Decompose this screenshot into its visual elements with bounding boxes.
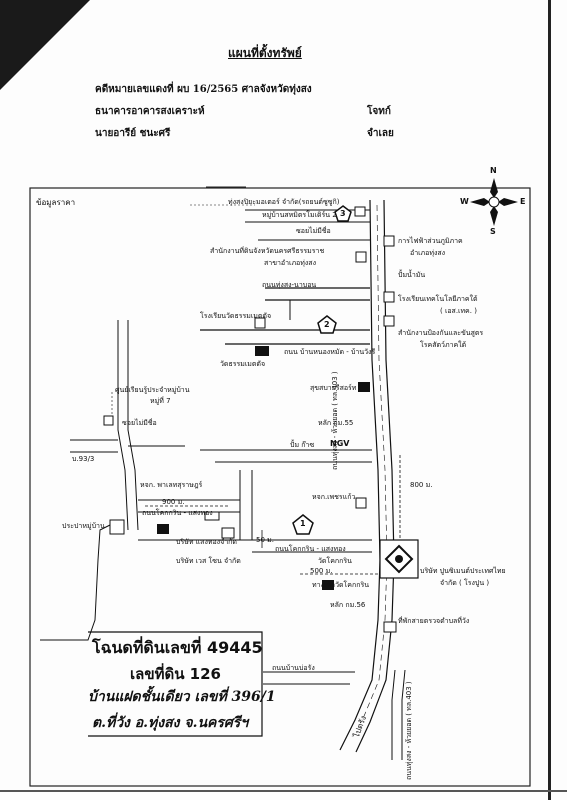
label-police-box: ที่พักสายตรวจตำบลที่วัง [398,617,470,625]
label-pea-district: อำเภอทุ่งสง [410,249,446,257]
label-animal-office: สำนักงานป้องกันและขันสูตร [398,329,484,337]
cement-logo-dot [395,555,403,563]
temple-school-icon [254,317,266,329]
map-frame [29,187,531,787]
land-number: เลขที่ดิน 126 [130,665,221,683]
marker-1: 1 [300,519,306,528]
label-resort: สุขสบายรีสอร์ท [310,384,357,392]
marker-3-shape [334,205,352,222]
label-land-office-branch: สาขาอำเภอทุ่งสง [264,259,316,267]
label-village: หมู่บ้านสหมิตรโมเดิร์น 2 [262,211,337,219]
label-unnamed-soi-1: ซอยไม่มีชื่อ [296,227,331,235]
compass-north: N [490,166,497,175]
label-temple: วัดธรรมเมตตัจ [220,360,266,368]
palette-co-icon [204,511,220,521]
petch-kaew-icon [355,497,367,509]
label-petch-kaew: หจก.เพชรแก้ว [312,493,356,501]
marker-2: 2 [324,320,330,329]
house-description: บ้านแฝดชั้นเดียว เลขที่ 396/1 [88,689,276,705]
label-road-na-bon: ถนนทุ่งสง-นาบอน [262,281,317,289]
road-left-vertical-edge [127,320,139,531]
label-moo-7: หมู่ที่ 7 [150,397,171,405]
label-s-tech-abbr: ( เอส.เทค. ) [440,307,477,315]
power-station-icon [383,235,395,247]
label-learning-center: ศูนย์เรียนรู้ประจำหมู่บ้าน [115,386,190,394]
label-cement-co-2: จำกัด ( โรงปูน ) [440,579,490,587]
label-unnamed-soi-2: ซอยไม่มีชื่อ [122,419,157,427]
label-gas-station: ปั้มน้ำมัน [398,271,426,279]
compass-icon [470,178,518,226]
label-saeng-thong: บริษัท แสงทองจำกัด [176,538,237,546]
document-title: แผนที่ตั้งทรัพย์ [228,46,302,60]
land-office-icon [355,251,367,263]
label-road-bo-rang: ถนนบ้านบ่อรัง [272,664,315,672]
price-info-label: ข้อมูลราคา [36,198,76,207]
label-km-56: หลัก กม.56 [330,601,366,609]
label-highway-403-north: ถนนทุ่งสง - ห้วยยอด ( ทล.403 ) [331,371,339,470]
deed-box [88,631,263,737]
label-pea: การไฟฟ้าส่วนภูมิภาค [398,237,463,245]
side-road-south [391,669,396,760]
highway-centerline [361,204,388,722]
label-road-nong-mat: ถนน บ้านหนองหมัด - บ้านวังรี [284,348,376,356]
defendant-name: นายอารีย์ ชนะศรี [95,128,171,139]
compass-south: S [490,227,496,236]
label-km-55: หลัก กม.55 [318,419,354,427]
label-900m: 900 ม. [162,498,185,506]
building-icon [354,206,366,217]
road-far-left [40,524,111,641]
plaintiff-role: โจทก์ [367,106,391,117]
learning-center-icon [103,415,114,426]
west-zone-icon [221,527,235,539]
label-suzuki: ทุ่งสงปิยะมอเตอร์ จำกัด(รถยนต์ซูซูกิ) [228,198,340,206]
label-waterworks: ประปาหมู่บ้าน [62,522,105,530]
saeng-thong-icon [157,524,169,534]
compass-west: W [460,197,469,206]
label-road-khok-krin-1: ถนนโคกกริน - แสงทอง [142,509,213,517]
waterworks-icon [109,519,125,535]
label-b93: บ.93/3 [72,455,95,463]
label-highway-403-south: ถนนทุ่งสง - ห้วยยอด ( ทล.403 ) [405,681,413,780]
road-left-vertical [117,320,129,531]
khok-krin-temple-icon [322,580,334,590]
resort-icon [358,382,370,392]
compass-east: E [520,197,526,206]
page-edge-right [548,0,551,800]
cement-logo-icon [384,544,414,574]
label-cement-co: บริษัท ปูนซิเมนต์ประเทศไทย [420,567,506,575]
label-500m: 500 ม. [310,567,333,575]
label-khok-krin-temple: วัดโคกกริน [318,557,352,565]
highway-left-edge [339,199,381,751]
label-s-tech: โรงเรียนเทคโนโลยีภาคใต้ [398,295,478,303]
label-temple-entrance: ทางเข้าวัดโคกกริน [312,581,370,589]
label-west-zone: บริษัท เวส โซน จำกัด [176,557,241,565]
label-50m: 50 ม. [256,536,274,544]
police-icon [383,621,397,633]
marker-2-shape [317,315,337,334]
label-800m: 800 ม. [410,481,433,489]
label-temple-school: โรงเรียนวัดธรรมเมตตัจ [200,312,272,320]
page-edge-bottom [0,790,567,792]
label-gas-pump: ปั้ม ก๊าซ [290,441,315,449]
marker-3: 3 [340,209,346,218]
temple-icon [255,346,269,356]
label-palette: หจก. พาเลทสุราษฎร์ [140,481,203,489]
marker-1-shape [292,514,314,535]
label-ngv: NGV [330,439,350,448]
folded-corner [0,0,90,90]
label-land-office: สำนักงานที่ดินจังหวัดนครศรีธรรมราช [210,247,325,255]
plaintiff-name: ธนาคารอาคารสงเคราะห์ [95,106,205,117]
side-road-south-edge [401,669,406,760]
location-description: ต.ที่วัง อ.ทุ่งสง จ.นครศรีฯ [92,715,249,731]
case-number: คดีหมายเลขแดงที่ ผบ 16/2565 ศาลจังหวัดทุ… [95,84,312,95]
school-icon [383,291,395,303]
deed-number: โฉนดที่ดินเลขที่ 49445 [92,638,263,657]
label-animal-office-2: โรคสัตว์ภาคใต้ [420,341,467,349]
highway-right-edge [355,199,395,753]
animal-office-icon [383,315,395,327]
label-road-khok-krin-2: ถนนโคกกริน - แสงทอง [275,545,346,553]
defendant-role: จำเลย [367,128,394,139]
